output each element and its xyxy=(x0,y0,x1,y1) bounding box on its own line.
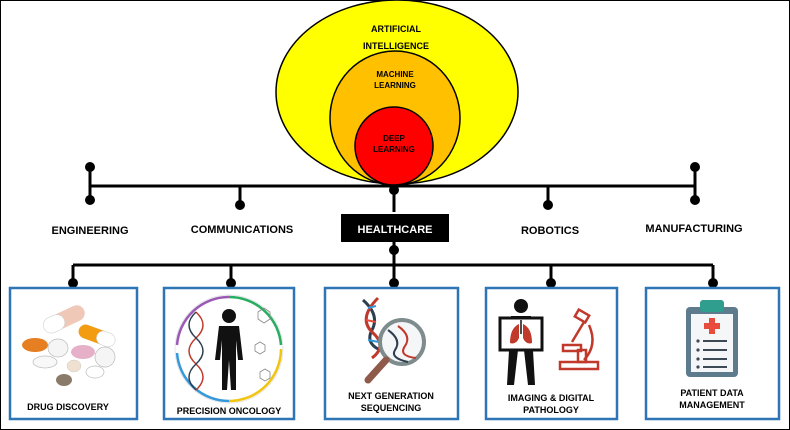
field-healthcare: HEALTHCARE xyxy=(358,224,433,236)
field-robotics: ROBOTICS xyxy=(521,225,579,237)
fields-node xyxy=(389,185,399,195)
field-manufacturing: MANUFACTURING xyxy=(645,223,742,235)
apps-node xyxy=(389,278,399,288)
ml-label-line2: LEARNING xyxy=(374,81,416,90)
fields-node xyxy=(690,162,700,172)
pills-icon xyxy=(22,305,116,386)
ai-venn: ARTIFICIAL INTELLIGENCE MACHINE LEARNING… xyxy=(275,0,519,186)
fields-node xyxy=(235,200,245,210)
dna-magnifier-icon xyxy=(361,296,426,384)
application-cards xyxy=(8,286,781,421)
healthcare-highlight xyxy=(341,214,449,242)
card-ngs-label-line2: SEQUENCING xyxy=(361,403,422,413)
apps-node xyxy=(389,245,399,255)
fields-tree xyxy=(85,162,700,212)
card-ngs-label-line1: NEXT GENERATION xyxy=(348,391,434,401)
fields-node xyxy=(690,195,700,205)
fields-node xyxy=(85,195,95,205)
card-imaging xyxy=(484,286,619,421)
apps-node xyxy=(708,278,718,288)
card-patient-data-label-line1: PATIENT DATA xyxy=(680,388,744,398)
ai-label-line2: INTELLIGENCE xyxy=(363,41,429,51)
applications-tree xyxy=(68,242,718,288)
ml-label-line1: MACHINE xyxy=(376,70,414,79)
apps-node xyxy=(226,278,236,288)
field-engineering: ENGINEERING xyxy=(51,225,128,237)
field-labels: ENGINEERING COMMUNICATIONS HEALTHCARE RO… xyxy=(51,214,743,242)
apps-node xyxy=(68,278,78,288)
card-drug-discovery-label: DRUG DISCOVERY xyxy=(27,402,109,412)
card-precision-oncology-label: PRECISION ONCOLOGY xyxy=(177,406,282,416)
fields-node xyxy=(543,200,553,210)
dl-label-line2: LEARNING xyxy=(373,145,415,154)
human-dna-icon xyxy=(174,294,284,404)
clipboard-icon xyxy=(686,300,738,377)
dl-label-line1: DEEP xyxy=(383,134,405,143)
ai-label-line1: ARTIFICIAL xyxy=(371,24,421,34)
card-imaging-label-line1: IMAGING & DIGITAL xyxy=(508,393,595,403)
card-imaging-label-line2: PATHOLOGY xyxy=(523,405,579,415)
xray-microscope-icon xyxy=(498,299,600,385)
apps-node xyxy=(546,278,556,288)
fields-node xyxy=(85,162,95,172)
field-communications: COMMUNICATIONS xyxy=(191,224,293,236)
card-patient-data-label-line2: MANAGEMENT xyxy=(679,400,745,410)
